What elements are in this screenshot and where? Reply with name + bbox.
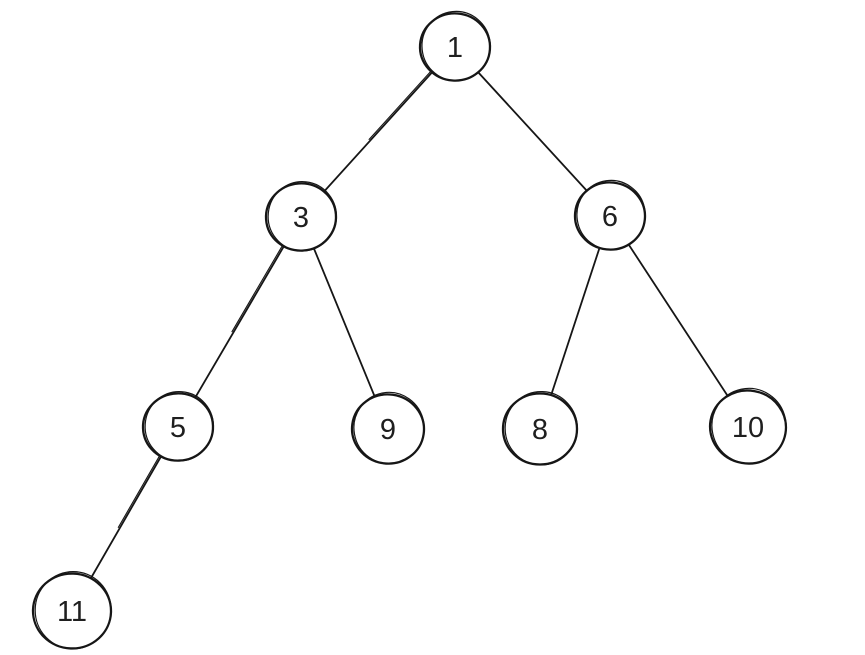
node-label: 1 [447,32,463,64]
tree-edge-1-6 [454,46,611,217]
tree-node-6: 6 [573,179,647,251]
node-label: 8 [532,414,548,446]
node-circle-sketch-stroke [576,179,646,251]
tree-node-5: 5 [141,391,215,462]
node-circle-sketch-stroke [34,570,112,650]
node-label: 11 [57,596,87,628]
node-circle-sketch-stroke [711,387,787,465]
tree-node-8: 8 [501,391,579,466]
node-circle-sketch-stroke [353,391,425,465]
tree-node-10: 10 [708,387,788,465]
node-label: 10 [732,412,764,444]
node-label: 3 [293,202,309,234]
tree-edge-1-3 [300,46,456,218]
node-layer: 1 3 6 5 9 8 10 11 [31,10,788,650]
node-label: 6 [602,201,618,233]
node-circle-sketch-stroke [504,391,578,466]
node-label: 9 [380,414,396,446]
node-circle-sketch-stroke [267,181,338,252]
node-circle-sketch-stroke [144,391,214,462]
tree-edge-3-5 [177,216,302,428]
tree-edge-3-9 [300,216,389,430]
node-circle-sketch-stroke [421,10,491,82]
tree-node-11: 11 [31,570,113,650]
tree-node-3: 3 [264,181,338,252]
tree-edge-6-10 [609,215,749,428]
edge-layer [71,45,749,612]
tree-node-9: 9 [350,391,426,465]
tree-node-1: 1 [418,10,492,82]
node-label: 5 [170,412,186,444]
